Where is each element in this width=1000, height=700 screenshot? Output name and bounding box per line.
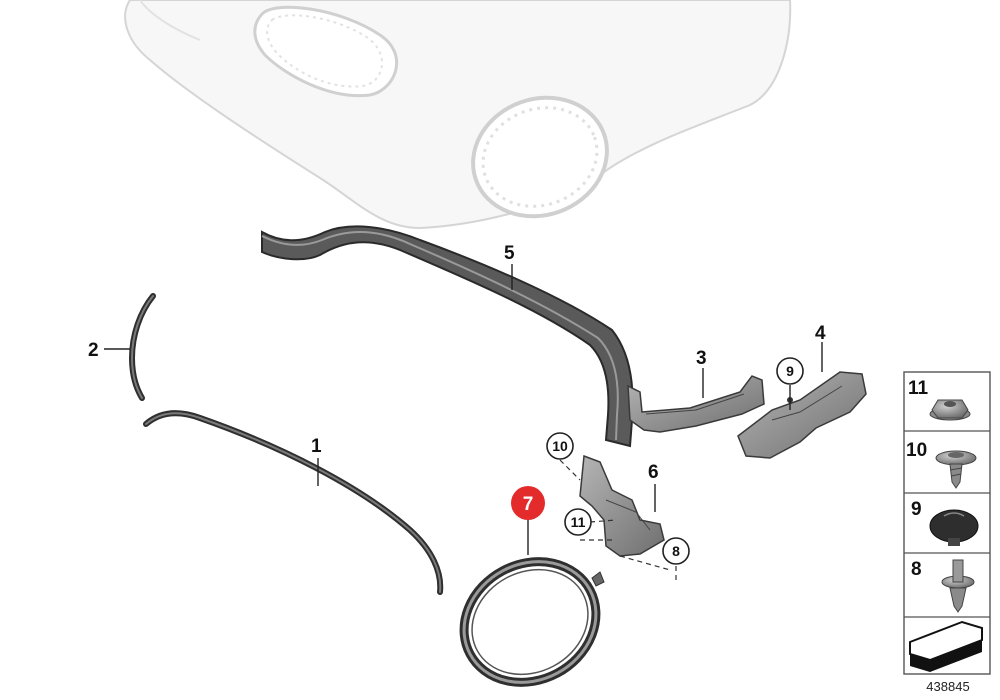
- legend-item-10[interactable]: 10: [906, 440, 977, 489]
- callout-10-label: 10: [552, 438, 568, 454]
- callout-11-circle[interactable]: 11: [564, 508, 592, 536]
- legend-item-8[interactable]: 8: [911, 559, 975, 613]
- callout-4[interactable]: 4: [815, 323, 826, 344]
- leader-lines: [104, 264, 823, 580]
- callout-7-label: 7: [523, 494, 534, 515]
- seal-part-1[interactable]: [143, 410, 444, 595]
- nut-icon: [929, 399, 971, 421]
- callout-9-label: 9: [786, 363, 794, 379]
- plug-icon: [929, 509, 979, 546]
- legend-item-11[interactable]: 11: [908, 378, 971, 421]
- fastener-legend: 11 10 9: [903, 371, 991, 675]
- clip-icon: [941, 559, 975, 613]
- callout-6[interactable]: 6: [648, 462, 659, 483]
- callout-11-label: 11: [571, 514, 586, 530]
- section-symbol-icon: [909, 620, 983, 672]
- callout-5[interactable]: 5: [504, 243, 515, 264]
- legend-label-8: 8: [911, 559, 922, 580]
- callout-8-label: 8: [672, 543, 680, 559]
- legend-label-10: 10: [906, 440, 927, 461]
- callout-7-highlight[interactable]: 7: [511, 486, 545, 520]
- legend-label-11: 11: [908, 378, 929, 399]
- plate-part-4[interactable]: [737, 371, 867, 459]
- callout-9-circle[interactable]: 9: [776, 357, 804, 385]
- bracket-part-6[interactable]: [579, 454, 665, 557]
- seal-part-5[interactable]: [261, 225, 634, 448]
- callout-8-circle[interactable]: 8: [662, 537, 690, 565]
- callout-10-circle[interactable]: 10: [546, 432, 574, 460]
- legend-item-9[interactable]: 9: [911, 499, 979, 546]
- legend-label-9: 9: [911, 499, 922, 520]
- reference-number: 438845: [926, 679, 969, 694]
- bonnet-outline: [124, 0, 792, 230]
- headlight-seal-part-7[interactable]: [443, 539, 618, 700]
- bracket-part-3[interactable]: [627, 375, 765, 433]
- callout-3[interactable]: 3: [696, 348, 707, 369]
- screw-icon: [935, 450, 977, 489]
- seal-part-2[interactable]: [128, 293, 156, 401]
- callout-2[interactable]: 2: [88, 340, 99, 361]
- callout-1[interactable]: 1: [311, 436, 322, 457]
